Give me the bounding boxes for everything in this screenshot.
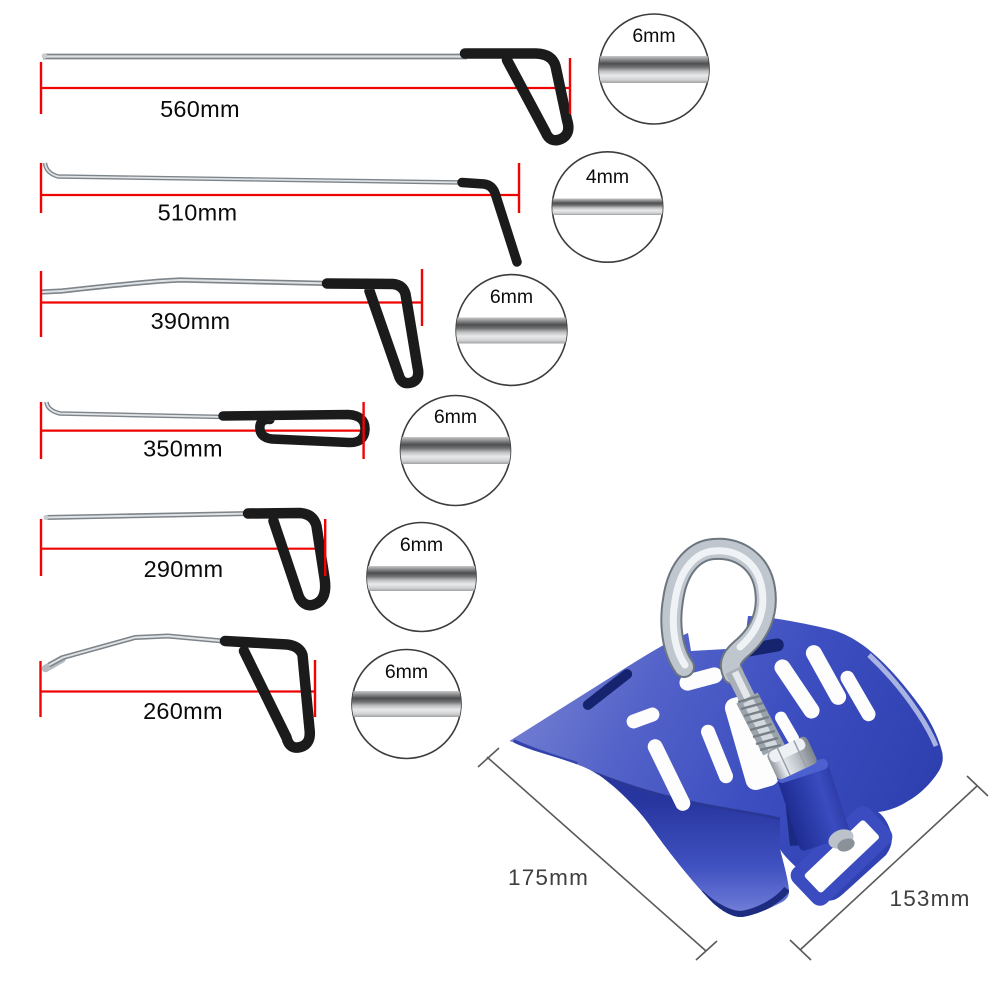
- svg-text:4mm: 4mm: [586, 166, 629, 188]
- svg-text:6mm: 6mm: [490, 286, 533, 308]
- svg-text:290mm: 290mm: [144, 556, 224, 582]
- svg-text:510mm: 510mm: [158, 200, 238, 226]
- svg-text:6mm: 6mm: [400, 534, 443, 556]
- svg-text:153mm: 153mm: [889, 886, 970, 911]
- svg-text:390mm: 390mm: [151, 308, 231, 334]
- svg-text:260mm: 260mm: [143, 698, 223, 724]
- svg-text:6mm: 6mm: [385, 661, 428, 683]
- svg-text:560mm: 560mm: [160, 96, 240, 122]
- svg-text:6mm: 6mm: [434, 406, 477, 428]
- svg-text:350mm: 350mm: [143, 436, 223, 462]
- svg-text:6mm: 6mm: [632, 25, 675, 47]
- svg-text:175mm: 175mm: [508, 865, 589, 890]
